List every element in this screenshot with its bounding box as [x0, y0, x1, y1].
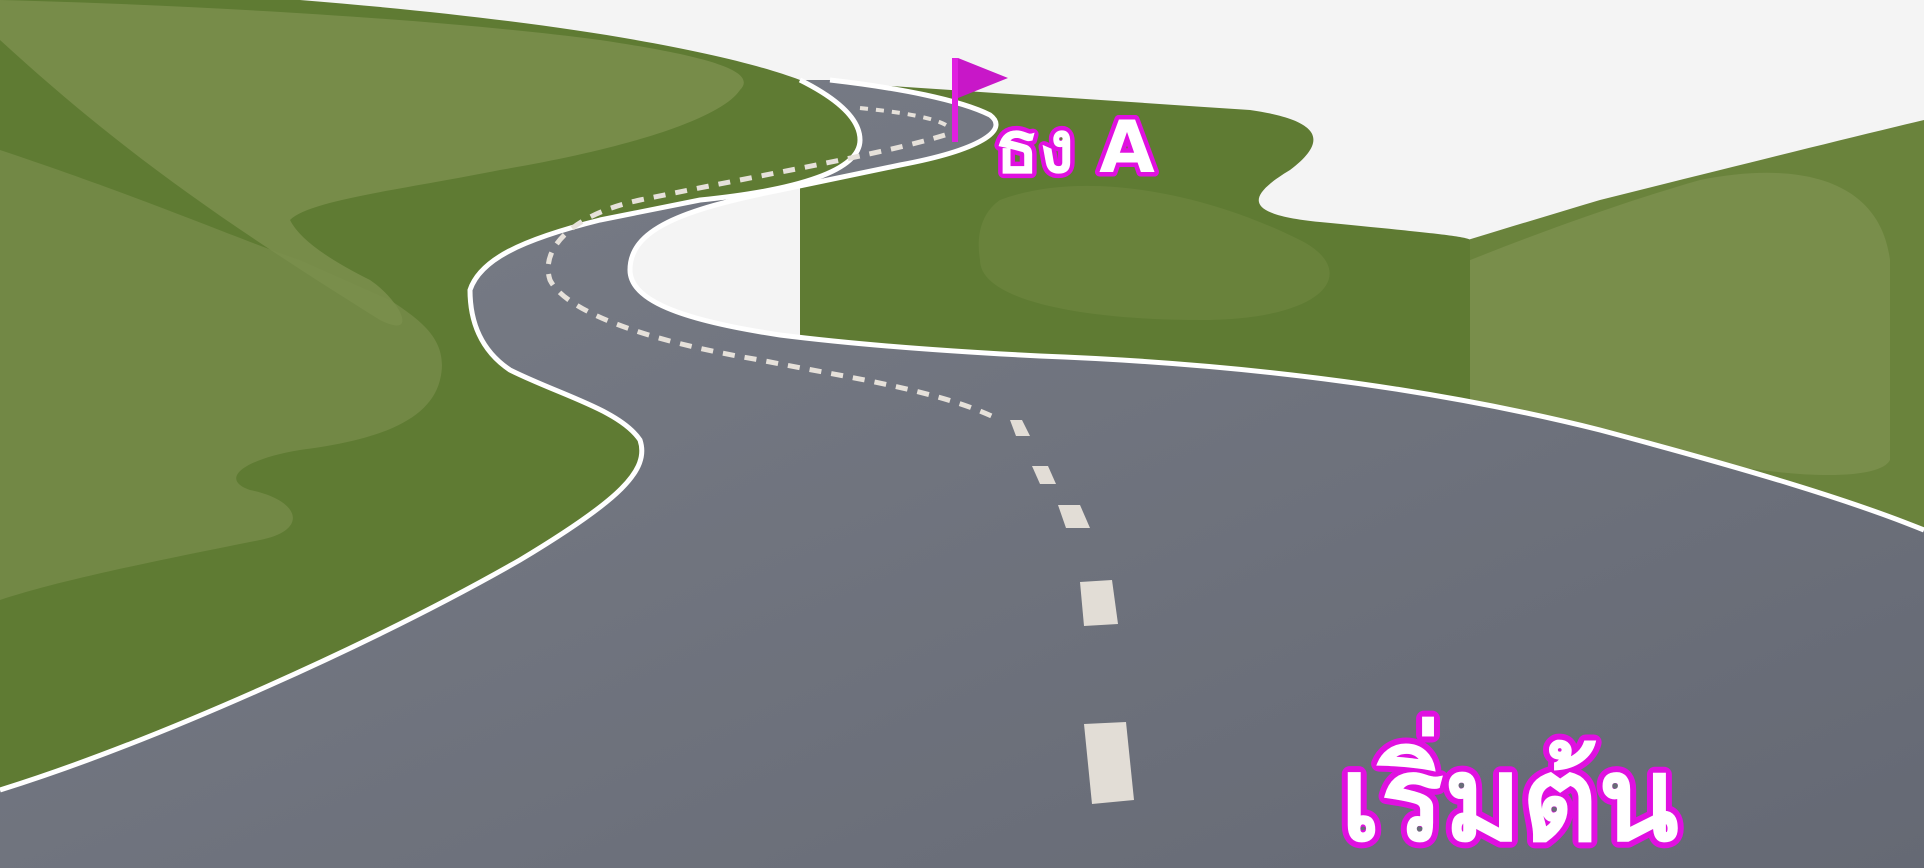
road-edge-right: [627, 77, 1924, 533]
destination-label: ธง A: [995, 105, 1155, 189]
lane-marking-far: [545, 132, 1002, 423]
lane-dash-5: [1084, 722, 1134, 804]
flag-icon: [952, 58, 1008, 142]
left-hill-highlight-upper: [0, 0, 744, 326]
flag-banner: [958, 58, 1008, 98]
lane-dash-4: [1080, 580, 1118, 626]
lane-dash-3: [1058, 505, 1090, 528]
right-hill-highlight: [1300, 172, 1890, 475]
left-hill-highlight-lower: [0, 150, 442, 600]
middle-hill-highlight: [978, 185, 1330, 320]
lane-dash-2: [1032, 466, 1056, 484]
road-edge-left: [0, 77, 863, 793]
flag-pole: [952, 58, 958, 142]
start-label: เริ่มต้น: [1340, 717, 1679, 868]
road-surface: [0, 80, 1924, 868]
lane-dash-1: [1010, 420, 1030, 436]
